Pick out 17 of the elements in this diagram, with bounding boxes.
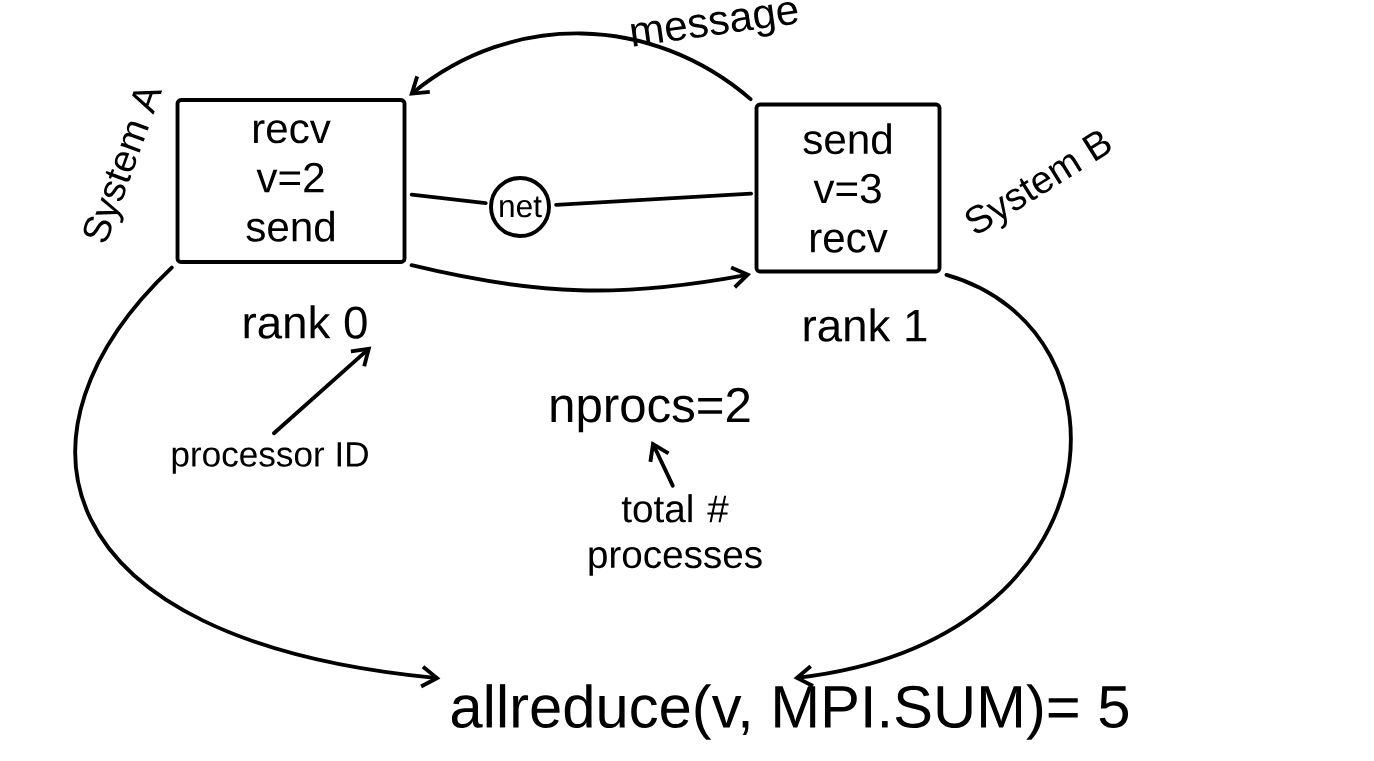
function-call-text: allreduce(v, MPI.SUM)= 5 bbox=[451, 684, 1129, 740]
arrow bbox=[73, 265, 441, 689]
annotation-text: total # processes bbox=[589, 494, 762, 576]
connector-line bbox=[554, 191, 753, 207]
process-box: send v=3 recv bbox=[754, 102, 942, 274]
process-box: recv v=2 send bbox=[175, 98, 407, 264]
connector-line bbox=[409, 192, 488, 206]
arrow bbox=[409, 263, 752, 293]
arrow bbox=[272, 346, 372, 436]
variable-label: nprocs=2 bbox=[551, 387, 750, 433]
arrow bbox=[793, 272, 1073, 688]
rank-label: rank 1 bbox=[804, 308, 927, 342]
edge-label: message bbox=[630, 2, 798, 47]
arrow bbox=[409, 31, 753, 102]
annotation-text: processor ID bbox=[172, 442, 368, 474]
arrow bbox=[648, 440, 675, 488]
rank-label: rank 0 bbox=[244, 305, 367, 339]
